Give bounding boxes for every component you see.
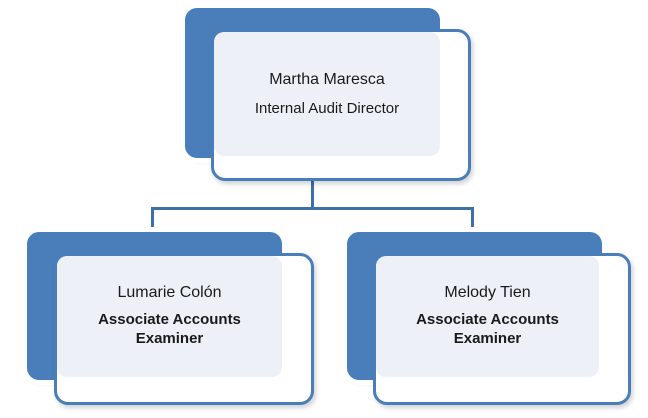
org-node-right-name: Melody Tien (444, 284, 531, 302)
org-node-left-content: Lumarie Colón Associate Accounts Examine… (57, 256, 282, 377)
org-node-right-title-line2: Examiner (453, 329, 522, 347)
org-node-right-content: Melody Tien Associate Accounts Examiner (376, 256, 599, 377)
org-node-root-name: Martha Maresca (269, 71, 385, 89)
org-node-root-content: Martha Maresca Internal Audit Director (214, 32, 440, 156)
org-node-left-title-line1: Associate Accounts (98, 311, 241, 329)
connector-root-stem (311, 178, 314, 210)
org-node-left-title: Associate Accounts Examiner (98, 311, 241, 349)
org-node-left-title-line2: Examiner (135, 329, 204, 347)
org-node-left-name: Lumarie Colón (117, 284, 222, 302)
org-node-right-title-line1: Associate Accounts (416, 311, 559, 329)
connector-drop-right (471, 207, 474, 235)
org-node-right-title: Associate Accounts Examiner (416, 311, 559, 349)
connector-drop-left (151, 207, 154, 235)
connector-horizontal-bar (151, 207, 474, 210)
org-node-root-title: Internal Audit Director (254, 99, 400, 117)
